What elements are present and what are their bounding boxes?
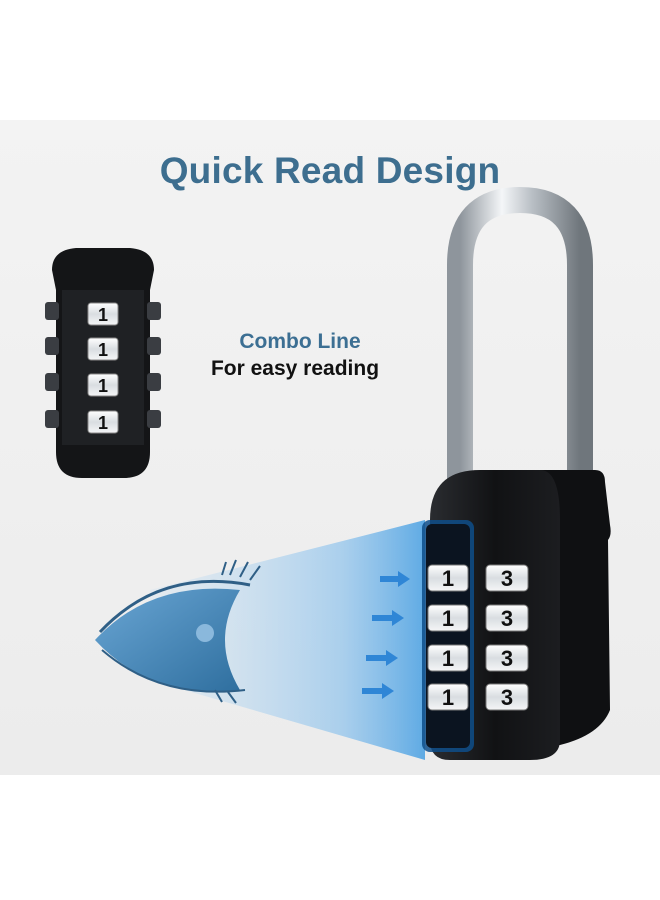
small-dial-digit: 1 [98,340,108,360]
right-dial-digit: 3 [501,566,513,591]
callout-title: Combo Line [239,330,361,353]
eye-icon [95,559,261,704]
right-dial-digit: 3 [501,646,513,671]
main-lock-icon: 1 1 1 1 3 3 3 3 [422,186,611,760]
right-dial-digit: 3 [501,685,513,710]
callout-subtitle: For easy reading [210,357,380,380]
vision-beam [150,520,425,760]
small-dial-digit: 1 [98,305,108,325]
left-dial-digit: 1 [442,646,454,671]
left-dial-digit: 1 [442,566,454,591]
left-dial-digit: 1 [442,606,454,631]
small-dial-digit: 1 [98,413,108,433]
small-dial-digit: 1 [98,376,108,396]
headline: Quick Read Design [159,150,501,191]
right-dial-digit: 3 [501,606,513,631]
small-lock-icon: 1 1 1 1 [45,248,161,478]
left-dial-digit: 1 [442,685,454,710]
arrow-icons [362,571,410,699]
